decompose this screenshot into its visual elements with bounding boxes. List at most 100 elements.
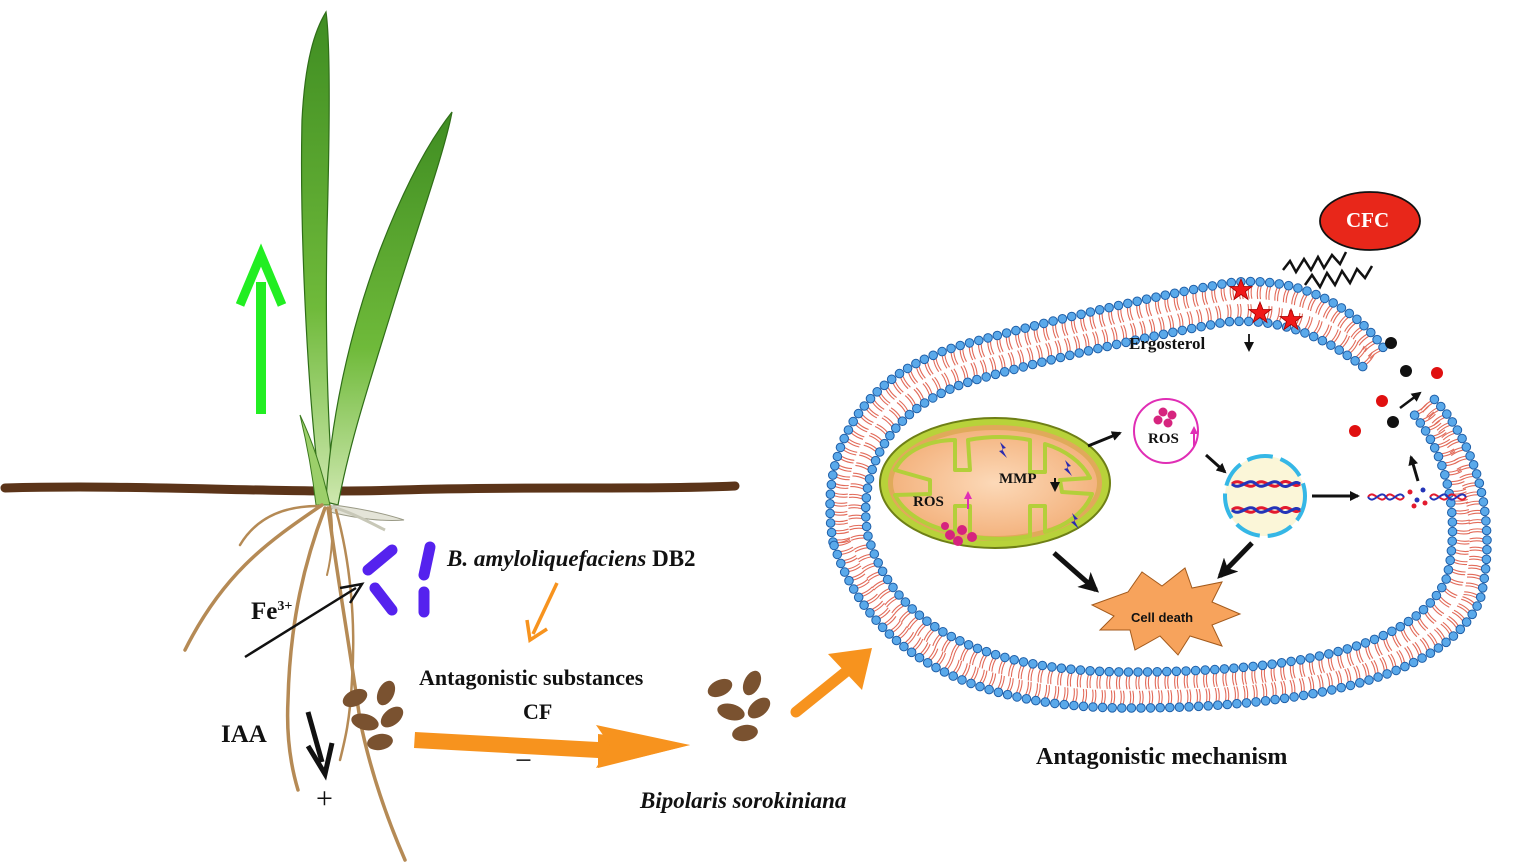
lipid-head [930, 621, 940, 632]
lipid-tail [1106, 675, 1109, 690]
lipid-tail [1452, 568, 1466, 573]
lipid-tail [1330, 310, 1339, 322]
lipid-tail [1047, 342, 1053, 356]
lipid-tail [1442, 621, 1453, 633]
lipid-head [912, 403, 922, 414]
lipid-tail [1117, 309, 1122, 323]
lipid-tail [1464, 591, 1478, 596]
lipid-tail [953, 644, 960, 658]
lipid-head [1468, 460, 1479, 470]
inhibition-arrow [414, 725, 690, 768]
lipid-tail [1449, 581, 1463, 586]
lipid-tail [1266, 305, 1270, 319]
iron-uptake-arrow [244, 582, 365, 659]
lipid-tail [1358, 649, 1364, 663]
lipid-head [1048, 316, 1058, 326]
lipid-tail [868, 435, 881, 443]
lipid-tail [1292, 679, 1296, 693]
lipid-tail [1454, 559, 1468, 563]
lipid-tail [953, 659, 960, 672]
lipid-tail [1304, 316, 1311, 329]
lipid-head [1447, 507, 1457, 518]
lipid-head [1431, 590, 1442, 601]
lipid-tail [891, 603, 902, 614]
lipid-tail [851, 432, 864, 440]
lipid-head [1205, 320, 1216, 330]
lipid-head [871, 615, 881, 626]
lipid-head [1300, 328, 1310, 338]
lipid-head [825, 508, 835, 519]
lipid-head [1317, 335, 1328, 346]
lipid-head [1324, 649, 1334, 659]
lipid-tail [932, 634, 940, 647]
lipid-head [1057, 314, 1068, 324]
lipid-tail [837, 538, 851, 544]
lipid-head [1305, 653, 1315, 663]
lipid-head [1123, 298, 1133, 309]
lipid-tail [1086, 674, 1089, 688]
lipid-tail [1321, 659, 1325, 673]
lipid-tail [989, 341, 995, 355]
lipid-tail [1059, 672, 1063, 686]
lipid-head [1248, 661, 1258, 672]
bacterium-species-name: B. amyloliquefaciens [447, 546, 647, 571]
lipid-tail [1148, 690, 1151, 704]
lipid-tail [1196, 674, 1199, 688]
lipid-tail [1233, 686, 1236, 700]
lipid-head [1465, 451, 1475, 461]
lipid-head [1093, 343, 1103, 354]
lipid-head [1359, 320, 1369, 331]
lipid-tail [878, 607, 889, 617]
lipid-head [914, 610, 925, 621]
lipid-tail [1455, 552, 1469, 555]
lipid-head [1196, 321, 1206, 332]
lipid-tail [1198, 688, 1201, 703]
lipid-head [839, 433, 850, 444]
lipid-tail [1346, 323, 1356, 334]
lipid-tail [1099, 675, 1102, 689]
lipid-tail [1123, 324, 1127, 338]
lipid-tail [1379, 657, 1385, 671]
lipid-head [1437, 582, 1447, 593]
lipid-tail [852, 570, 865, 579]
lipid-head [1200, 665, 1210, 675]
lipid-tail [943, 372, 950, 385]
lipid-head [825, 518, 836, 528]
lipid-head [1408, 657, 1419, 668]
lipid-head [972, 643, 983, 654]
lipid-tail [862, 588, 875, 597]
lipid-tail [898, 610, 909, 621]
lipid-tail [1416, 403, 1428, 412]
lipid-tail [914, 638, 924, 651]
lipid-tail [1259, 286, 1262, 300]
lipid-tail [1352, 329, 1363, 340]
lipid-head [863, 531, 873, 541]
lipid-tail [1208, 307, 1212, 321]
lipid-head [1251, 697, 1261, 707]
lipid-tail [1186, 689, 1189, 703]
lipid-head [1029, 321, 1040, 331]
lipid-tail [1056, 686, 1060, 700]
lipid-tail [1353, 666, 1358, 680]
lipid-tail [1455, 509, 1470, 512]
nucleus-dna-icon [1223, 454, 1307, 538]
lipid-tail [1398, 649, 1405, 663]
lipid-head [1121, 337, 1131, 348]
lipid-head [1210, 664, 1220, 675]
lipid-tail [987, 342, 992, 356]
lipid-tail [1205, 307, 1209, 321]
lipid-tail [1113, 690, 1116, 704]
lipid-head [1442, 409, 1452, 419]
lipid-tail [941, 639, 949, 652]
lipid-tail [1179, 689, 1182, 703]
fungal-spore-icon [342, 680, 404, 751]
lipid-tail [1064, 322, 1069, 336]
lipid-tail [1428, 409, 1439, 420]
lipid-tail [980, 344, 986, 358]
lipid-head [1165, 702, 1175, 713]
lipid-tail [871, 580, 884, 589]
lipid-tail [1132, 322, 1137, 336]
lipid-tail [860, 416, 873, 426]
